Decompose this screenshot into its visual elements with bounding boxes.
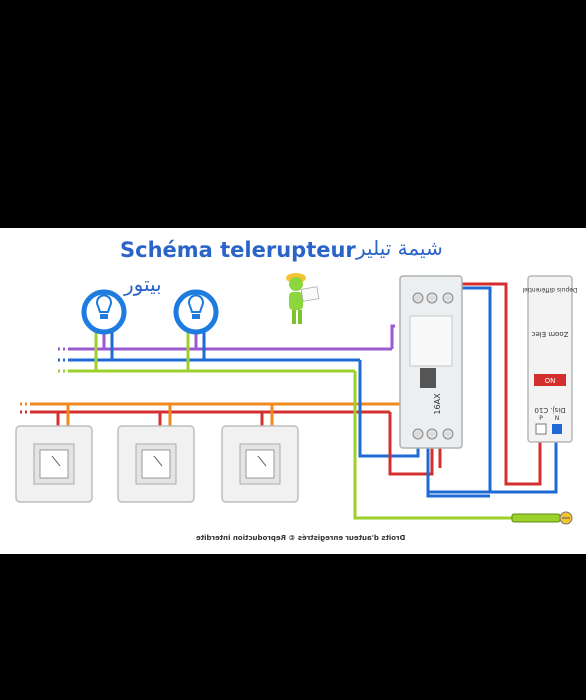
- switch-3: [221, 425, 299, 503]
- relay-rating: 16AX: [433, 393, 442, 415]
- switch-icon: [245, 449, 275, 479]
- wire-relay-earth: [353, 371, 515, 520]
- wire-phase-supply: [432, 282, 542, 486]
- breaker-on-label: ON: [545, 377, 556, 385]
- relay-icon: 16AX: [399, 275, 463, 449]
- switch-icon: [141, 449, 171, 479]
- wire-neutral-bottom: [426, 492, 490, 498]
- ground-terminal: [511, 511, 573, 525]
- copyright-notice: Droits d'auteur enregistrés © Reproducti…: [196, 534, 406, 542]
- breaker-terminal-p: P: [539, 415, 543, 422]
- wiring-diagram: 16AX ON Zoom Elec Disj. C10 Depuis diffé…: [15, 273, 578, 525]
- page-subtitle-arabic: بيتور: [124, 272, 162, 296]
- switch-icon: [39, 449, 69, 479]
- breaker-brand-label: Zoom Elec: [531, 330, 568, 338]
- diagram-canvas: 16AX ON Zoom Elec Disj. C10 Depuis diffé…: [0, 228, 586, 554]
- breaker-terminal-n: N: [555, 415, 560, 422]
- page-title: Schéma telerupteur: [120, 238, 356, 262]
- switch-1: [15, 425, 93, 503]
- breaker-model-label: Disj. C10: [534, 406, 565, 414]
- wire-relay-return: [390, 324, 395, 349]
- switch-2: [117, 425, 195, 503]
- wire-group: [20, 276, 558, 520]
- lamp-1: [81, 289, 127, 335]
- page-title-arabic: شيمة تيلير: [356, 236, 443, 260]
- wire-neutral-breaker: [490, 438, 558, 494]
- breaker-depuis-label: Depuis différentiel: [522, 286, 577, 293]
- wire-relay-phase-in: [388, 412, 434, 476]
- breaker-icon: ON Zoom Elec Disj. C10 Depuis différenti…: [522, 275, 578, 443]
- worker-icon: [286, 273, 320, 324]
- lamp-2: [173, 289, 219, 335]
